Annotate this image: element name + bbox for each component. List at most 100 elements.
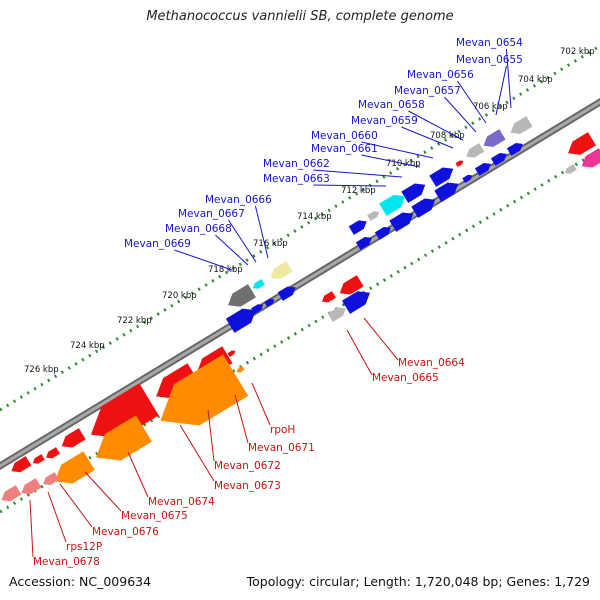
gene-label: Mevan_0661 — [311, 143, 378, 155]
gene-feature — [342, 291, 370, 314]
genome-backbone — [0, 97, 600, 471]
gene-label: Mevan_0658 — [358, 99, 425, 111]
leader-line — [84, 471, 122, 512]
gene-feature — [564, 164, 577, 174]
gene-feature — [252, 279, 265, 289]
gene-label: Mevan_0678 — [33, 556, 100, 568]
gene-feature — [270, 261, 293, 279]
scale-label: 706 kbp — [473, 102, 508, 112]
accession-text: Accession: NC_009634 — [9, 574, 152, 589]
gene-feature — [54, 451, 95, 484]
gene-label: Mevan_0673 — [214, 480, 281, 492]
gene-feature — [568, 132, 596, 155]
gene-feature — [474, 162, 491, 176]
gene-label: Mevan_0665 — [372, 372, 439, 384]
leader-line — [179, 424, 215, 482]
gene-feature — [466, 143, 485, 158]
gene-label: Mevan_0668 — [165, 223, 232, 235]
gene-feature — [160, 354, 249, 426]
gene-label: Mevan_0671 — [248, 442, 315, 454]
backbone-highlight — [0, 100, 600, 468]
scale-label: 722 kbp — [117, 316, 152, 326]
gene-feature — [348, 220, 367, 235]
scale-label: 702 kbp — [560, 47, 595, 57]
gene-label: Mevan_0672 — [214, 460, 281, 472]
leader-line — [361, 141, 434, 159]
scale-track-outer — [0, 44, 600, 412]
map-title: Methanococcus vannielii SB, complete gen… — [146, 9, 454, 24]
leader-line — [495, 65, 507, 116]
leader-line — [401, 126, 454, 149]
gene-feature — [483, 129, 506, 147]
gene-label: Mevan_0660 — [311, 130, 378, 142]
gene-feature — [1, 485, 22, 502]
gene-feature — [61, 428, 86, 448]
gene-feature — [429, 167, 454, 187]
leader-line — [47, 491, 67, 543]
gene-feature — [236, 366, 245, 373]
leader-line — [444, 96, 477, 133]
gene-feature — [96, 415, 152, 461]
gene-label: Mevan_0663 — [263, 173, 330, 185]
leader-line — [363, 317, 399, 361]
gene-feature — [43, 472, 60, 486]
scale-label: 724 kbp — [70, 341, 105, 351]
leader-line — [251, 382, 271, 426]
gene-feature — [506, 142, 523, 156]
scale-label: 718 kbp — [208, 265, 243, 275]
gene-feature — [46, 447, 60, 459]
gene-feature — [11, 456, 32, 473]
gene-label: rpoH — [270, 424, 295, 436]
gene-feature — [277, 286, 296, 301]
scale-label: 716 kbp — [253, 239, 288, 249]
leader-line — [227, 219, 257, 263]
gene-label: Mevan_0664 — [398, 357, 465, 369]
gene-feature — [379, 194, 406, 216]
gene-label: Mevan_0659 — [351, 115, 418, 127]
leader-line — [313, 184, 387, 187]
gene-feature — [389, 212, 414, 232]
leader-line — [346, 329, 373, 376]
gene-label: Mevan_0675 — [121, 510, 188, 522]
label-leaders — [29, 48, 512, 558]
gene-label: Mevan_0667 — [178, 208, 245, 220]
gene-label: Mevan_0674 — [148, 496, 215, 508]
gene-feature — [411, 198, 436, 218]
scale-label: 708 kbp — [430, 131, 465, 141]
gene-feature — [322, 291, 336, 303]
scale-label: 704 kbp — [518, 75, 553, 85]
gene-feature — [90, 383, 159, 439]
gene-feature — [327, 307, 346, 322]
leader-line — [456, 80, 487, 124]
scale-track-inner — [0, 148, 600, 514]
gene-feature — [227, 350, 236, 357]
gene-feature — [434, 182, 459, 202]
gene-label: Mevan_0656 — [407, 69, 474, 81]
gene-feature — [225, 308, 256, 333]
gene-feature — [367, 211, 380, 221]
gene-features — [1, 116, 600, 502]
scale-label: 714 kbp — [297, 212, 332, 222]
gene-feature — [21, 478, 42, 495]
gene-label: Mevan_0666 — [205, 194, 272, 206]
leader-line — [59, 483, 93, 528]
gene-feature — [401, 183, 426, 203]
gene-label: Mevan_0676 — [92, 526, 159, 538]
leader-line — [254, 205, 269, 259]
gene-label: Mevan_0669 — [124, 238, 191, 250]
gene-feature — [32, 454, 45, 464]
gene-label: Mevan_0655 — [456, 54, 523, 66]
scale-label: 720 kbp — [162, 291, 197, 301]
gene-feature — [490, 152, 507, 166]
scale-label: 712 kbp — [341, 186, 376, 196]
leader-line — [127, 451, 149, 498]
leader-line — [215, 234, 249, 266]
gene-labels: Mevan_0654Mevan_0655Mevan_0656Mevan_0657… — [33, 37, 523, 568]
leader-line — [234, 394, 249, 444]
gene-feature — [264, 298, 275, 307]
leader-line — [174, 249, 233, 271]
gene-feature — [228, 284, 256, 307]
gene-feature — [462, 174, 473, 183]
